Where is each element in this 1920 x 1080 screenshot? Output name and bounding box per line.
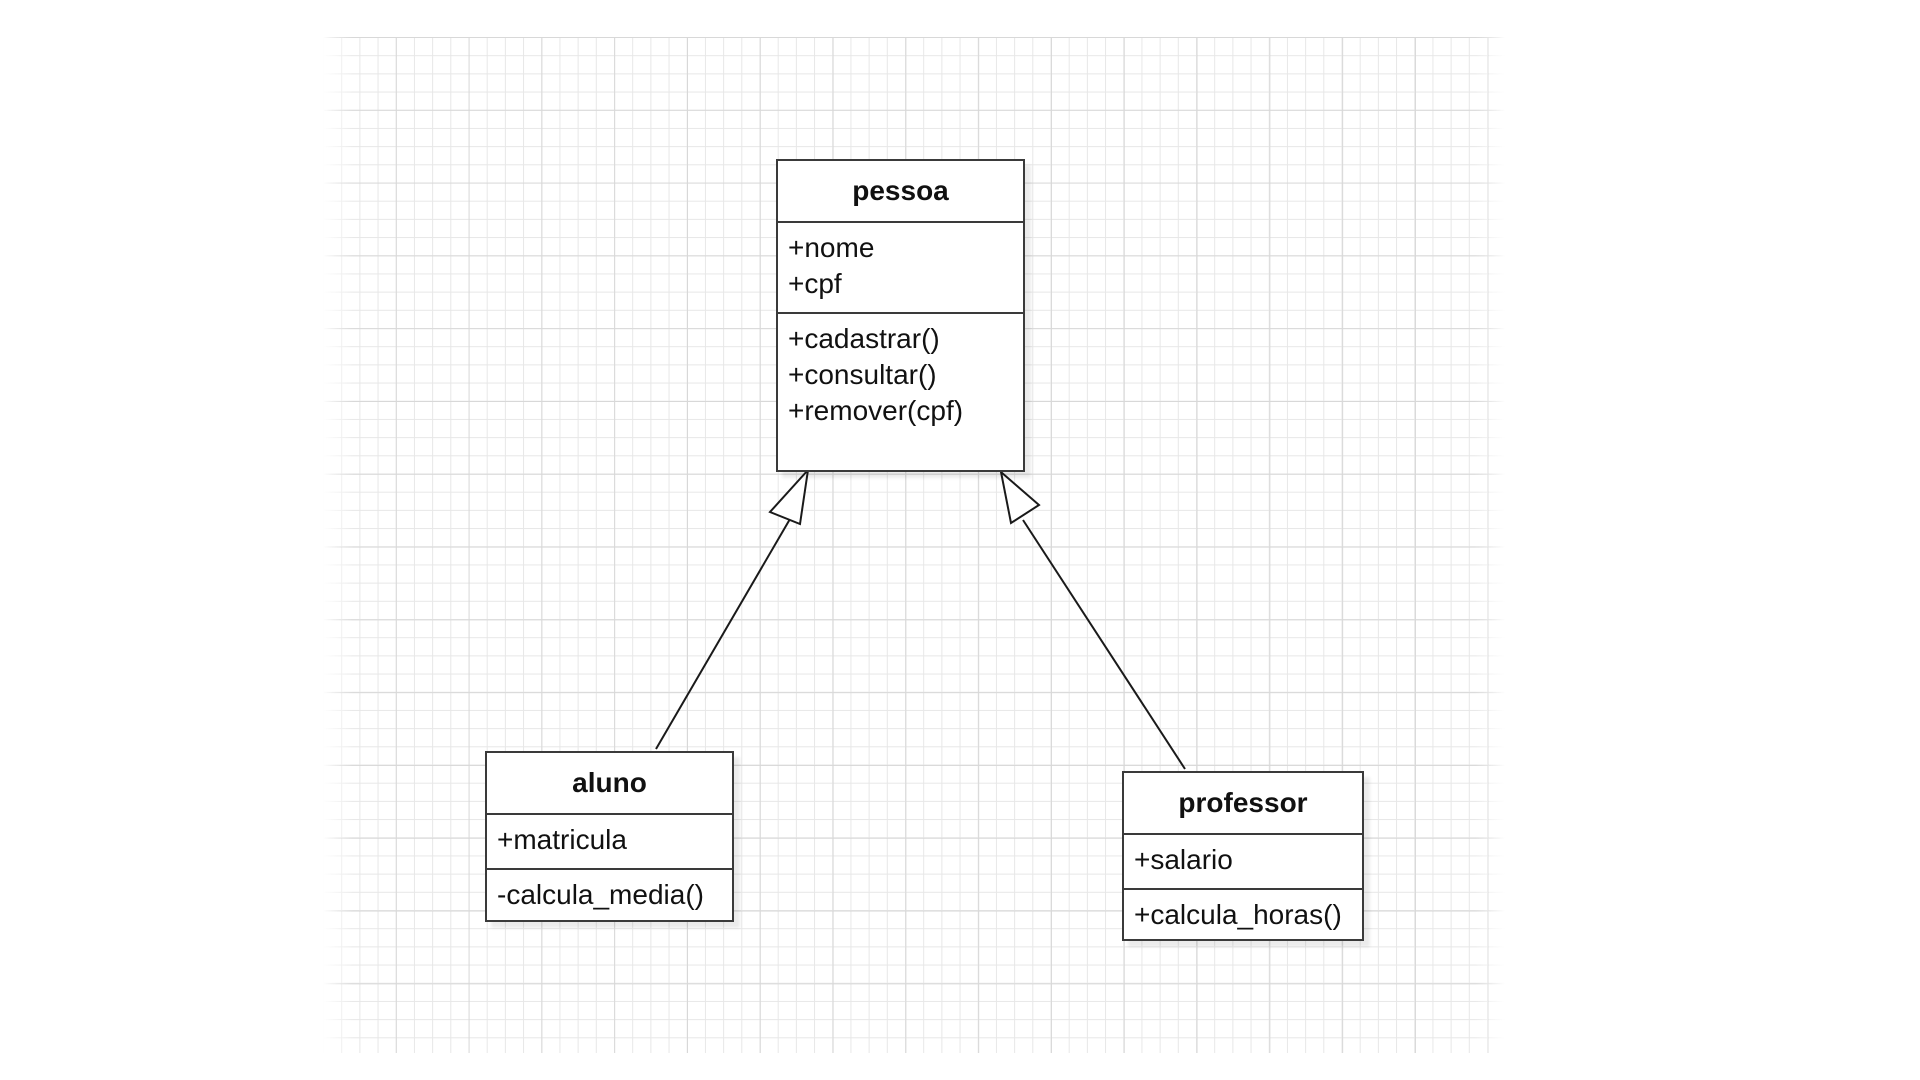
class-attributes: +salario (1124, 835, 1362, 890)
class-name-text: aluno (572, 767, 647, 798)
method: -calcula_media() (497, 879, 704, 910)
class-attributes: +nome +cpf (778, 223, 1023, 314)
class-name: professor (1124, 773, 1362, 835)
class-attributes: +matricula (487, 815, 732, 870)
method: +remover(cpf) (788, 395, 964, 426)
method: +cadastrar() (788, 323, 940, 354)
generalization-line (655, 518, 791, 750)
method: +calcula_horas() (1134, 899, 1342, 930)
attribute: +cpf (788, 268, 842, 299)
attribute: +nome (788, 232, 875, 263)
class-pessoa[interactable]: pessoa +nome +cpf +cadastrar() +consulta… (776, 159, 1025, 472)
attribute: +salario (1134, 844, 1233, 875)
attribute: +matricula (497, 824, 627, 855)
generalization-arrowhead (999, 469, 1041, 525)
class-name: aluno (487, 753, 732, 815)
class-methods: +cadastrar() +consultar() +remover(cpf) (778, 314, 1023, 429)
class-aluno[interactable]: aluno +matricula -calcula_media() (485, 751, 734, 922)
class-methods: -calcula_media() (487, 870, 732, 913)
generalization-line (1022, 519, 1186, 770)
method: +consultar() (788, 359, 937, 390)
generalization-arrowhead (768, 466, 810, 526)
class-name: pessoa (778, 161, 1023, 223)
class-name-text: pessoa (852, 175, 949, 206)
generalization-aluno-pessoa[interactable] (655, 466, 810, 750)
class-professor[interactable]: professor +salario +calcula_horas() (1122, 771, 1364, 941)
generalization-professor-pessoa[interactable] (999, 469, 1186, 770)
class-name-text: professor (1178, 787, 1308, 818)
class-methods: +calcula_horas() (1124, 890, 1362, 933)
